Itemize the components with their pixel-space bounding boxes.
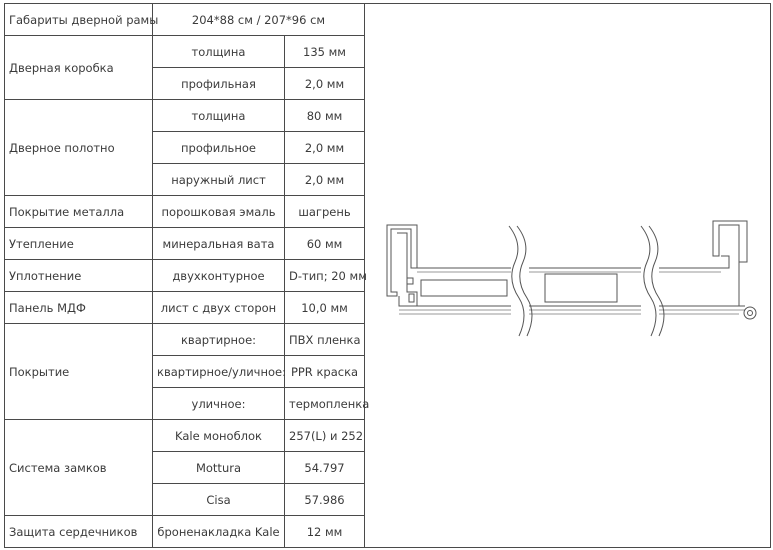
- door-leaf-param-profile: профильное: [152, 131, 285, 164]
- row-coating-1: Покрытие квартирное: ПВХ пленка: [4, 323, 771, 420]
- door-leaf-label: Дверное полотно: [4, 99, 153, 196]
- lock-system-label: Система замков: [4, 419, 153, 516]
- door-spec-table: Габариты дверной рамы 204*88 см / 207*96…: [4, 3, 772, 548]
- metal-coating-label: Покрытие металла: [4, 195, 153, 228]
- break-line-left-2: [516, 225, 533, 336]
- row-core-protection: Защита сердечников броненакладка Kale 12…: [4, 515, 771, 548]
- core-protection-value: 12 мм: [283, 515, 366, 548]
- right-frame-step: [721, 255, 730, 268]
- lock-system-param-mottura: Mottura: [152, 451, 285, 484]
- door-leaf-param-thickness: толщина: [152, 99, 285, 132]
- row-sealing: Уплотнение двухконтурное D-тип; 20 мм: [4, 259, 771, 292]
- frame-size-label: Габариты дверной рамы: [4, 3, 158, 36]
- insulation-param: минеральная вата: [152, 227, 285, 260]
- insulation-value: 60 мм: [283, 227, 366, 260]
- sealing-param: двухконтурное: [152, 259, 285, 292]
- coating-param-apartment: квартирное:: [152, 323, 285, 356]
- door-leaf-value-outer-sheet: 2,0 мм: [283, 163, 366, 196]
- coating-value-street: термопленка: [283, 387, 369, 420]
- row-lock-system-3: Cisa 57.986: [5, 483, 771, 516]
- row-coating-2: квартирное/уличное: PPR краска: [5, 355, 771, 388]
- lock-system-value-kale: 257(L) и 252: [283, 419, 366, 452]
- mdf-panel-label: Панель МДФ: [4, 291, 153, 324]
- door-box-value-thickness: 135 мм: [283, 35, 366, 68]
- lock-box: [544, 273, 618, 302]
- break-line-right-2: [648, 225, 665, 336]
- right-frame-lower: [738, 261, 746, 306]
- coating-param-apartment-street: квартирное/уличное:: [152, 355, 286, 388]
- door-box-label: Дверная коробка: [4, 35, 153, 100]
- row-door-box-1: Дверная коробка толщина 135 мм: [4, 35, 771, 100]
- row-lock-system-2: Mottura 54.797: [5, 451, 771, 484]
- row-metal-coating: Покрытие металла порошковая эмаль шагрен…: [4, 195, 771, 228]
- row-door-leaf-3: наружный лист 2,0 мм: [5, 163, 771, 196]
- door-box-param-thickness: толщина: [152, 35, 285, 68]
- coating-value-apartment: ПВХ пленка: [283, 323, 366, 356]
- sealing-label: Уплотнение: [4, 259, 153, 292]
- break-line-left: [508, 225, 525, 336]
- left-frame-profile: [386, 224, 418, 296]
- row-insulation: Утепление минеральная вата 60 мм: [4, 227, 771, 260]
- door-section-drawing-cell: [364, 3, 772, 548]
- sealing-value: D-тип; 20 мм: [283, 259, 367, 292]
- frame-size-value: 204*88 см / 207*96 см: [151, 3, 366, 36]
- door-box-value-profile: 2,0 мм: [283, 67, 366, 100]
- row-mdf-panel: Панель МДФ лист с двух сторон 10,0 мм: [4, 291, 771, 324]
- door-cross-section-drawing: [386, 220, 757, 336]
- door-leaf-value-thickness: 80 мм: [283, 99, 366, 132]
- row-door-leaf-1: Дверное полотно толщина 80 мм: [4, 99, 771, 196]
- row-frame-size: Габариты дверной рамы 204*88 см / 207*96…: [4, 3, 772, 548]
- lock-system-value-cisa: 57.986: [283, 483, 366, 516]
- door-box-param-profile: профильная: [152, 67, 285, 100]
- left-leaf-edge: [398, 267, 418, 306]
- left-frame-inner: [397, 232, 408, 268]
- hinge-pin: [747, 309, 754, 316]
- row-door-leaf-2: профильное 2,0 мм: [5, 131, 771, 164]
- row-coating-3: уличное: термопленка: [5, 387, 771, 420]
- right-frame-profile: [712, 220, 748, 262]
- mdf-panel-param: лист с двух сторон: [152, 291, 285, 324]
- core-protection-param: броненакладка Kale: [152, 515, 285, 548]
- lock-system-param-kale: Kale моноблок: [152, 419, 285, 452]
- door-leaf-param-outer-sheet: наружный лист: [152, 163, 285, 196]
- insulation-block: [420, 279, 508, 296]
- coating-value-apartment-street: PPR краска: [283, 355, 366, 388]
- insulation-label: Утепление: [4, 227, 153, 260]
- metal-coating-param: порошковая эмаль: [152, 195, 285, 228]
- core-protection-label: Защита сердечников: [4, 515, 153, 548]
- row-lock-system-1: Система замков Kale моноблок 257(L) и 25…: [4, 419, 771, 516]
- metal-coating-value: шагрень: [283, 195, 366, 228]
- lock-system-param-cisa: Cisa: [152, 483, 285, 516]
- coating-label: Покрытие: [4, 323, 153, 420]
- door-leaf-value-profile: 2,0 мм: [283, 131, 366, 164]
- mdf-panel-value: 10,0 мм: [283, 291, 366, 324]
- left-lock-detail: [406, 277, 414, 284]
- break-line-right: [640, 225, 657, 336]
- coating-param-street: уличное:: [152, 387, 285, 420]
- lock-system-value-mottura: 54.797: [283, 451, 366, 484]
- left-hinge-detail: [408, 293, 415, 302]
